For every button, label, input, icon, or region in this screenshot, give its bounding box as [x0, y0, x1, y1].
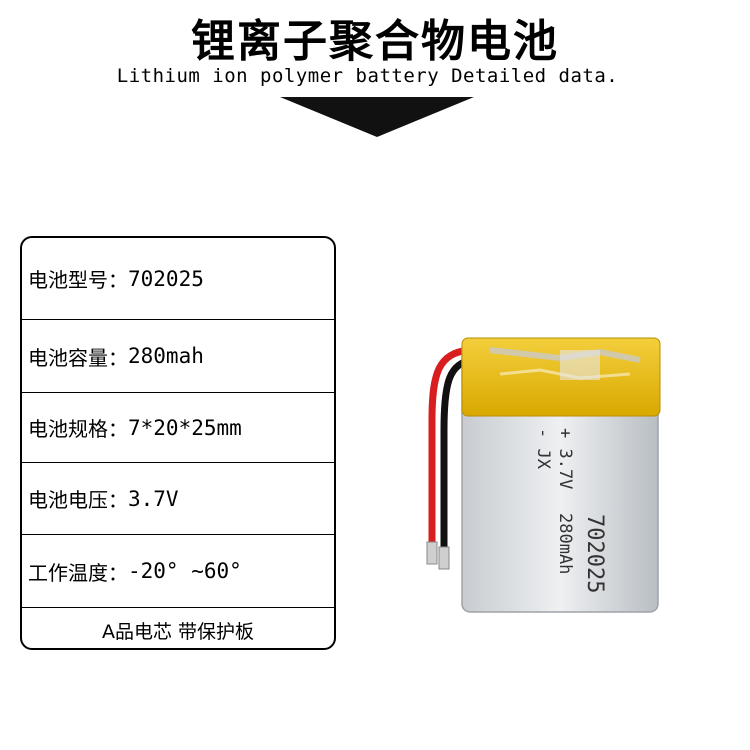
spec-value: 7*20*25mm [128, 415, 242, 440]
down-arrow-icon [280, 97, 474, 137]
spec-row-capacity: 电池容量： 280mah [22, 320, 334, 393]
page-title: 锂离子聚合物电池 [191, 16, 559, 67]
spec-label: 电池规格： [28, 417, 128, 441]
spec-row-note: A品电芯 带保护板 [22, 608, 334, 648]
battery-image: - JX + 3.7V 280mAh 702025 [410, 330, 670, 620]
spec-value: 3.7V [128, 486, 179, 511]
spec-value: 280mah [128, 344, 204, 368]
battery-voltage-text: + 3.7V [555, 428, 575, 489]
battery-model-text: 702025 [582, 514, 607, 593]
battery-brand-text: - JX [533, 428, 553, 470]
spec-row-voltage: 电池电压： 3.7V [22, 463, 334, 535]
spec-table: 电池型号： 702025 电池容量： 280mah 电池规格： 7*20*25m… [20, 236, 336, 650]
red-wire [428, 346, 469, 545]
spec-row-size: 电池规格： 7*20*25mm [22, 393, 334, 463]
page-subtitle: Lithium ion polymer battery Detailed dat… [116, 65, 619, 87]
spec-value: -20° ~60° [128, 559, 242, 583]
footer-note: A品电芯 带保护板 [101, 620, 255, 643]
battery-capacity-text: 280mAh [555, 513, 575, 574]
spec-row-temperature: 工作温度： -20° ~60° [22, 535, 334, 608]
spec-value: 702025 [128, 266, 204, 291]
spec-row-model: 电池型号： 702025 [22, 238, 334, 320]
spec-label: 电池电压： [28, 488, 128, 512]
spec-label: 工作温度： [28, 560, 128, 585]
spec-label: 电池容量： [28, 345, 128, 370]
spec-label: 电池型号： [28, 268, 128, 292]
